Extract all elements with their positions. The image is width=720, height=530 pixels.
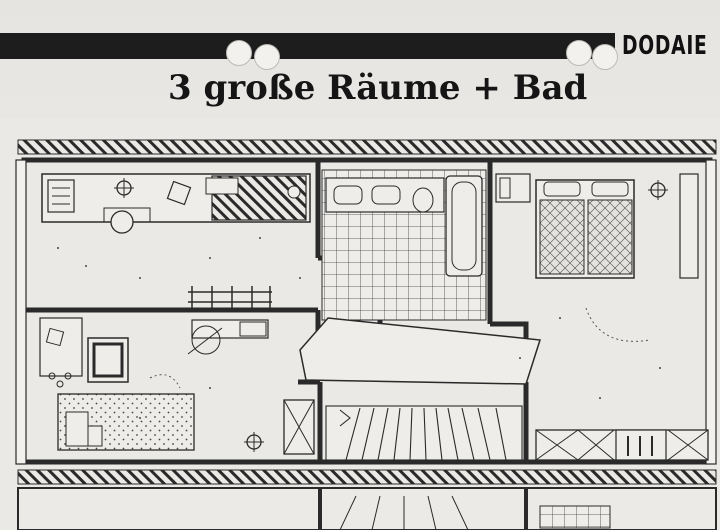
lower-floor	[17, 487, 717, 530]
punch-hole-left	[226, 40, 252, 66]
punch-hole-center	[254, 44, 280, 70]
header-bar	[0, 33, 615, 59]
roof-hatch-bottom	[17, 469, 717, 485]
bathroom	[321, 169, 487, 321]
kitchen	[41, 173, 311, 234]
floor-plan	[0, 118, 720, 530]
right-wall	[705, 159, 717, 465]
brand-logo-text: DODAIE	[622, 31, 708, 61]
hallway	[299, 317, 541, 385]
staircase	[325, 405, 523, 461]
railing	[188, 286, 272, 308]
floor-stipple	[57, 237, 661, 419]
storage-shelves	[535, 429, 709, 461]
punch-hole-right	[566, 40, 592, 66]
living-room	[39, 317, 315, 455]
punch-hole-far-right	[592, 44, 618, 70]
page-headline: 3 große Räume + Bad	[168, 68, 588, 108]
roof-hatch-top	[17, 139, 717, 155]
bedroom	[495, 173, 699, 342]
left-wall	[15, 159, 27, 465]
